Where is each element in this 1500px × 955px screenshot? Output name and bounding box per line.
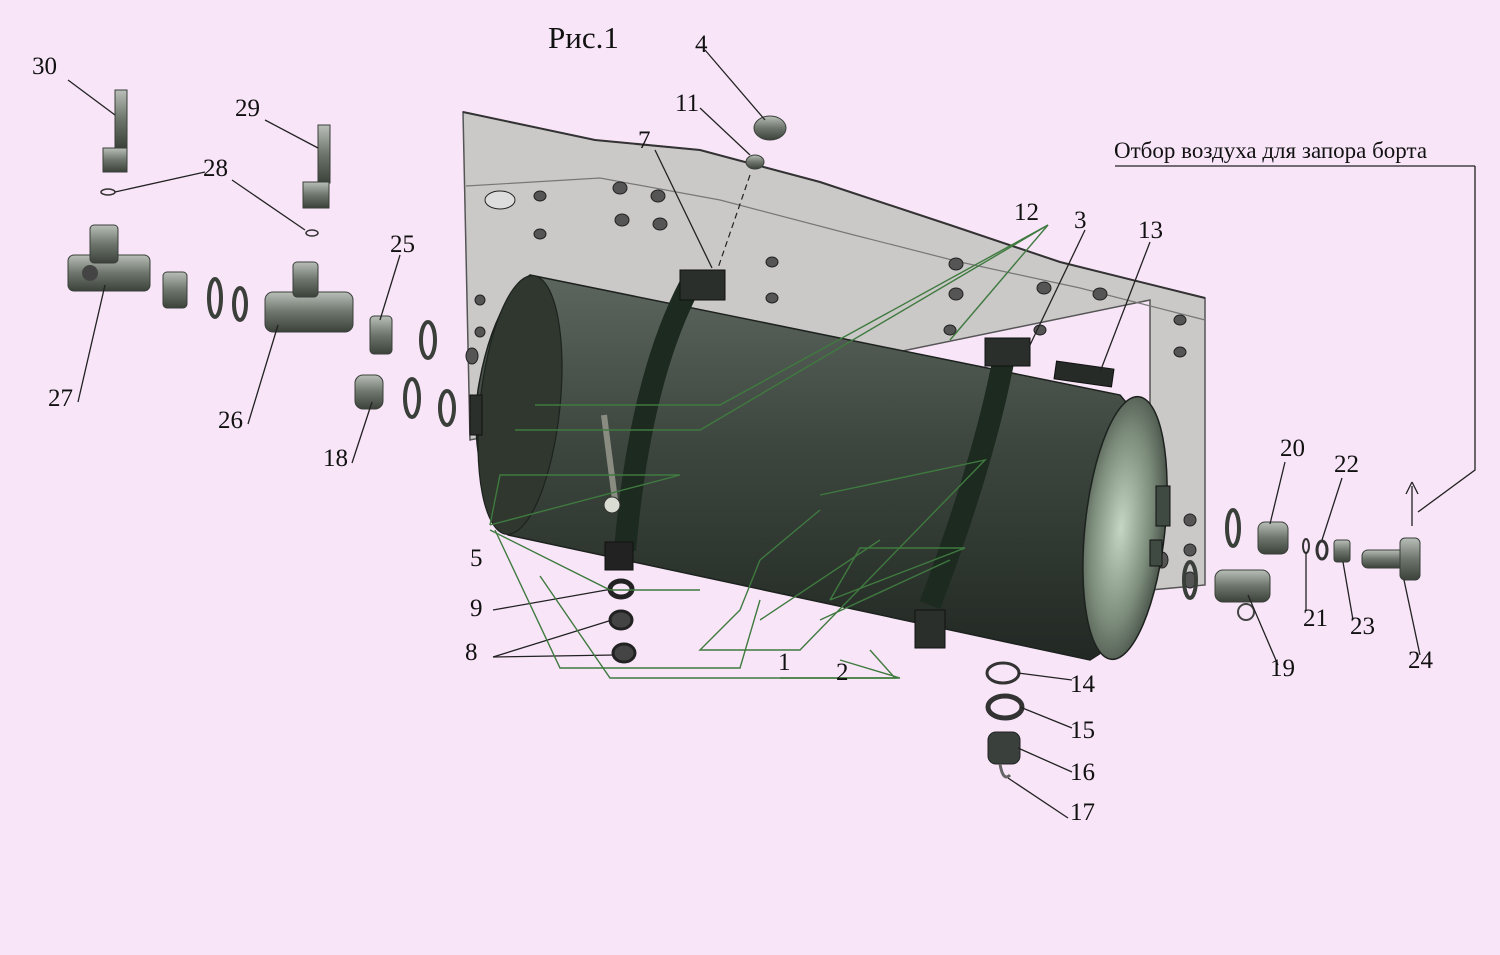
callout-13: 13 xyxy=(1138,217,1163,244)
green-leader-lines xyxy=(489,224,1049,679)
washer-e xyxy=(438,389,456,427)
part-21-ring xyxy=(1302,538,1310,554)
callout-5: 5 xyxy=(470,545,483,572)
callout-7: 7 xyxy=(638,127,651,154)
part-22-ring xyxy=(1315,539,1329,561)
part-27-tee xyxy=(67,224,151,292)
callout-23: 23 xyxy=(1350,613,1375,640)
callout-27: 27 xyxy=(48,385,73,412)
part-8-nut-b xyxy=(611,642,637,664)
callout-8: 8 xyxy=(465,639,478,666)
part-14-ring xyxy=(985,661,1021,685)
part-26-tee xyxy=(264,261,354,333)
part-15-ring xyxy=(985,693,1025,721)
callout-3: 3 xyxy=(1074,207,1087,234)
washer-d xyxy=(403,377,421,419)
washer-b xyxy=(232,286,248,322)
part-4-cap xyxy=(753,115,787,141)
callout-2: 2 xyxy=(836,659,849,686)
callout-numbers: 30 29 28 25 27 26 18 4 11 7 12 3 13 5 9 … xyxy=(32,31,1434,826)
callout-25: 25 xyxy=(390,231,415,258)
callout-14: 14 xyxy=(1070,671,1096,698)
part-18-plug xyxy=(354,374,384,410)
callout-21: 21 xyxy=(1303,605,1328,632)
washer-g xyxy=(1225,508,1241,548)
callout-28: 28 xyxy=(203,155,228,182)
part-11-washer xyxy=(745,154,765,170)
hex-nut xyxy=(162,271,188,309)
callout-24: 24 xyxy=(1408,647,1434,674)
callout-18: 18 xyxy=(323,445,348,472)
part-28-ring-a xyxy=(100,188,116,196)
callout-26: 26 xyxy=(218,407,243,434)
part-24-elbow xyxy=(1361,537,1421,581)
callout-29: 29 xyxy=(235,95,260,122)
part-30-stud xyxy=(102,89,128,173)
part-9-washer xyxy=(607,578,635,600)
figure-title: Рис.1 xyxy=(548,20,619,55)
part-28-ring-b xyxy=(305,229,319,237)
washer-a xyxy=(207,277,223,319)
callout-16: 16 xyxy=(1070,759,1095,786)
callout-20: 20 xyxy=(1280,435,1305,462)
part-19-valve xyxy=(1214,569,1271,603)
callout-17: 17 xyxy=(1070,799,1095,826)
part-23-nut xyxy=(1333,539,1351,563)
part-29-stud xyxy=(302,124,331,209)
part-25-nut xyxy=(369,315,393,355)
callout-19: 19 xyxy=(1270,655,1295,682)
callout-30: 30 xyxy=(32,53,57,80)
part-20-plug xyxy=(1257,521,1289,555)
callout-1: 1 xyxy=(778,649,791,676)
leader-lines xyxy=(67,49,1476,819)
callout-22: 22 xyxy=(1334,451,1359,478)
callout-15: 15 xyxy=(1070,717,1095,744)
part-16-valve xyxy=(987,731,1021,765)
washer-c xyxy=(419,320,437,360)
part-8-nut-a xyxy=(608,609,634,631)
washer-f xyxy=(1182,560,1198,600)
callout-12: 12 xyxy=(1014,199,1039,226)
callout-4: 4 xyxy=(695,31,708,58)
air-takeoff-note: Отбор воздуха для запора борта xyxy=(1114,138,1427,163)
part-17-ring xyxy=(998,763,1012,779)
air-tank xyxy=(469,269,1171,661)
callout-11: 11 xyxy=(675,90,699,117)
callout-9: 9 xyxy=(470,595,483,622)
